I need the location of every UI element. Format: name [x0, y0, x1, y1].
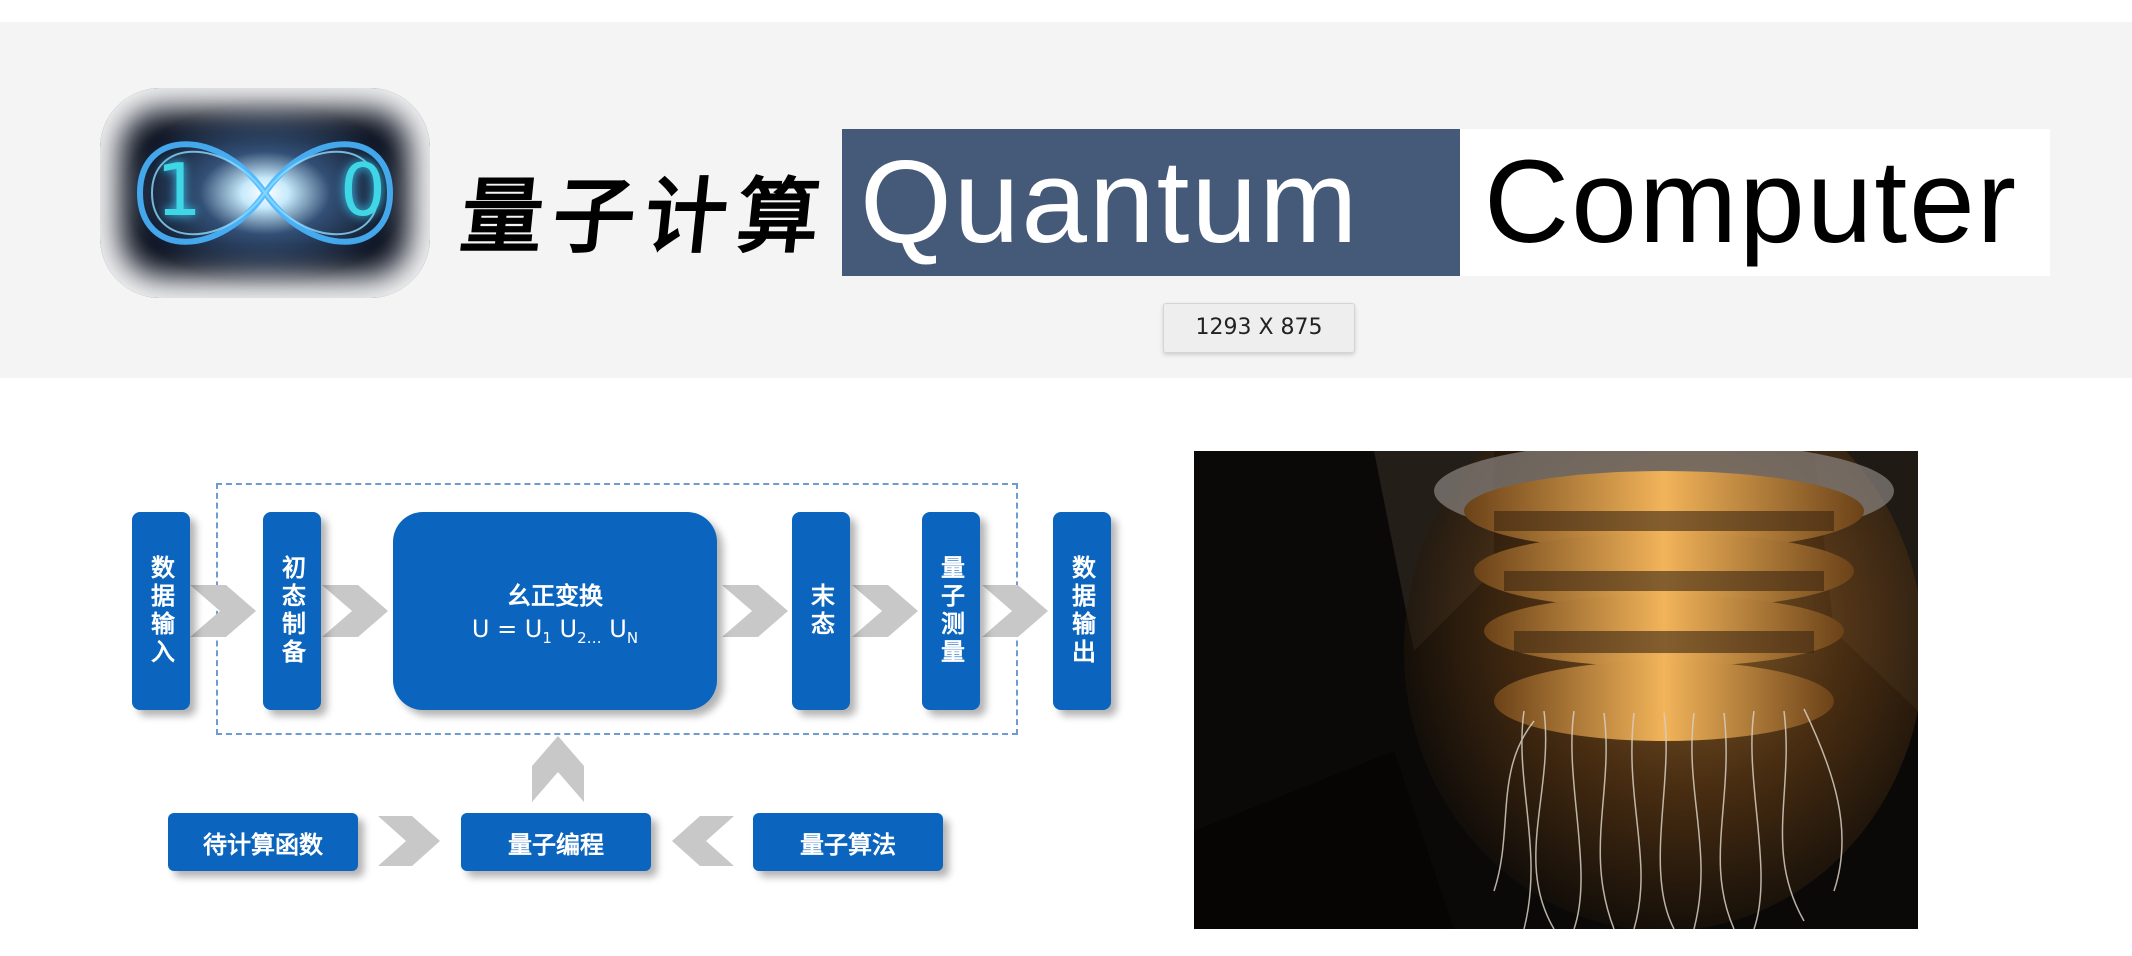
- box-quantum-measurement: 量子测量: [922, 512, 980, 710]
- chevron-left-icon: [672, 816, 734, 866]
- chevron-arrow-icon: [852, 585, 918, 637]
- box-data-input: 数据输入: [132, 512, 190, 710]
- infinity-loop-icon: [136, 141, 394, 245]
- box-quantum-algorithm: 量子算法: [753, 813, 943, 871]
- logo-digit-one: 1: [156, 148, 202, 232]
- unitary-formula: U = U1 U2… UN: [471, 614, 639, 647]
- box-data-output: 数据输出: [1053, 512, 1111, 710]
- box-initial-state: 初态制备: [263, 512, 321, 710]
- chevron-arrow-icon: [322, 585, 388, 637]
- box-function-to-compute: 待计算函数: [168, 813, 358, 871]
- chevron-arrow-icon: [190, 585, 256, 637]
- title-quantum: Quantum: [842, 129, 1460, 276]
- box-unitary-transform: 幺正变换 U = U1 U2… UN: [393, 512, 717, 710]
- chevron-arrow-icon: [982, 585, 1048, 637]
- unitary-title: 幺正变换: [507, 581, 603, 610]
- chevron-arrow-icon: [722, 585, 788, 637]
- box-quantum-programming: 量子编程: [461, 813, 651, 871]
- box-final-state: 末态: [792, 512, 850, 710]
- chinese-title: 量子计算: [456, 169, 835, 265]
- logo-digit-zero: 0: [340, 148, 386, 232]
- image-size-badge: 1293 X 875: [1163, 303, 1355, 353]
- chevron-arrow-icon: [378, 816, 440, 866]
- chevron-up-icon: [532, 736, 584, 802]
- quantum-computer-illustration: [1194, 451, 1918, 929]
- quantum-computer-photo: [1194, 451, 1918, 929]
- title-computer: Computer: [1460, 129, 2050, 276]
- infinity-logo: 1 0: [100, 88, 430, 298]
